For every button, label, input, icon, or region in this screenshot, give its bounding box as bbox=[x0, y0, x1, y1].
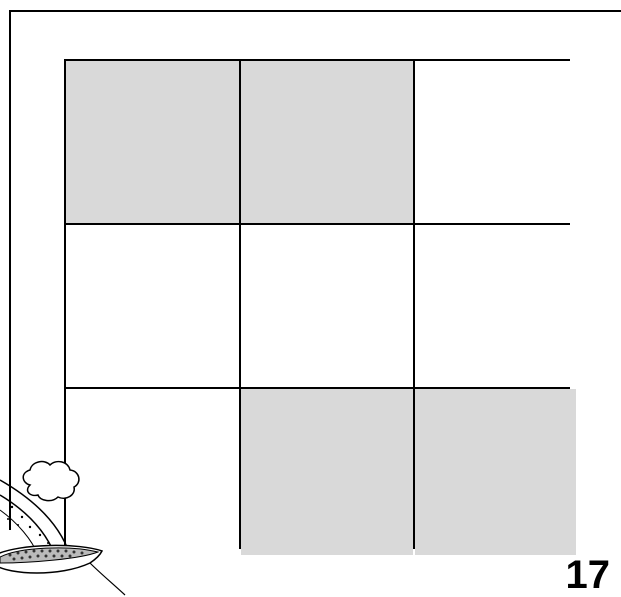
grid-cell-r2-c3 bbox=[415, 225, 576, 387]
grid-cell-r1-c1 bbox=[66, 61, 239, 223]
grid-cell-r1-c2 bbox=[241, 61, 413, 223]
grid-cell-r3-c3 bbox=[415, 389, 576, 555]
grid-cell-r2-c2 bbox=[241, 225, 413, 387]
grid-cell-r3-c2 bbox=[241, 389, 413, 555]
page-number: 17 bbox=[566, 555, 611, 595]
grid-cell-r1-c3 bbox=[415, 61, 576, 223]
grid-cell-r2-c1 bbox=[66, 225, 239, 387]
cereal-bowl-pouring-icon bbox=[0, 455, 140, 597]
